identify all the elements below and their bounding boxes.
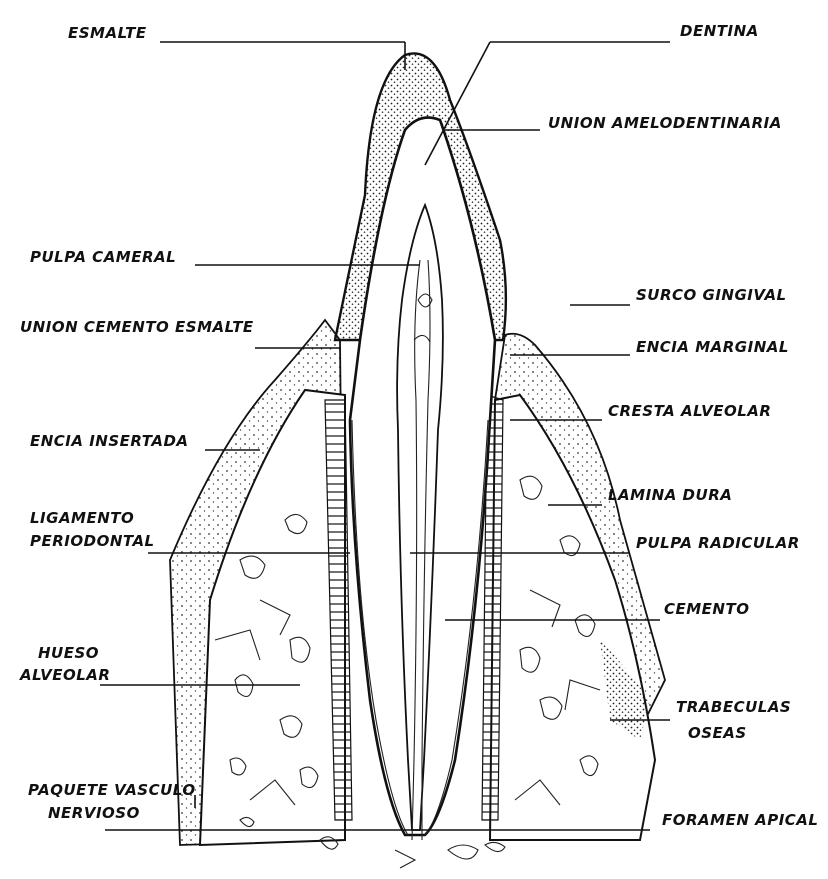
label-union-amelodentinaria: UNION AMELODENTINARIA xyxy=(548,114,782,132)
label-hueso: HUESO xyxy=(38,644,99,662)
label-pulpa-cameral: PULPA CAMERAL xyxy=(30,248,176,266)
label-esmalte: ESMALTE xyxy=(68,24,147,42)
label-pulpa-radicular: PULPA RADICULAR xyxy=(636,534,800,552)
label-cemento: CEMENTO xyxy=(664,600,749,618)
label-nervioso: NERVIOSO xyxy=(48,804,140,822)
label-surco-gingival: SURCO GINGIVAL xyxy=(636,286,787,304)
label-lamina-dura: LAMINA DURA xyxy=(608,486,732,504)
label-foramen-apical: FORAMEN APICAL xyxy=(662,811,818,829)
label-dentina: DENTINA xyxy=(680,22,759,40)
label-cresta-alveolar: CRESTA ALVEOLAR xyxy=(608,402,771,420)
label-encia-marginal: ENCIA MARGINAL xyxy=(636,338,789,356)
label-encia-insertada: ENCIA INSERTADA xyxy=(30,432,189,450)
label-ligamento: LIGAMENTO xyxy=(30,509,134,527)
label-alveolar: ALVEOLAR xyxy=(19,666,110,684)
label-periodontal: PERIODONTAL xyxy=(30,532,155,550)
label-trabeculas: TRABECULAS xyxy=(676,698,791,716)
label-paquete-vasculo: PAQUETE VASCULO xyxy=(28,781,196,799)
label-oseas: OSEAS xyxy=(688,724,747,742)
label-union-cemento-esmalte: UNION CEMENTO ESMALTE xyxy=(20,318,254,336)
